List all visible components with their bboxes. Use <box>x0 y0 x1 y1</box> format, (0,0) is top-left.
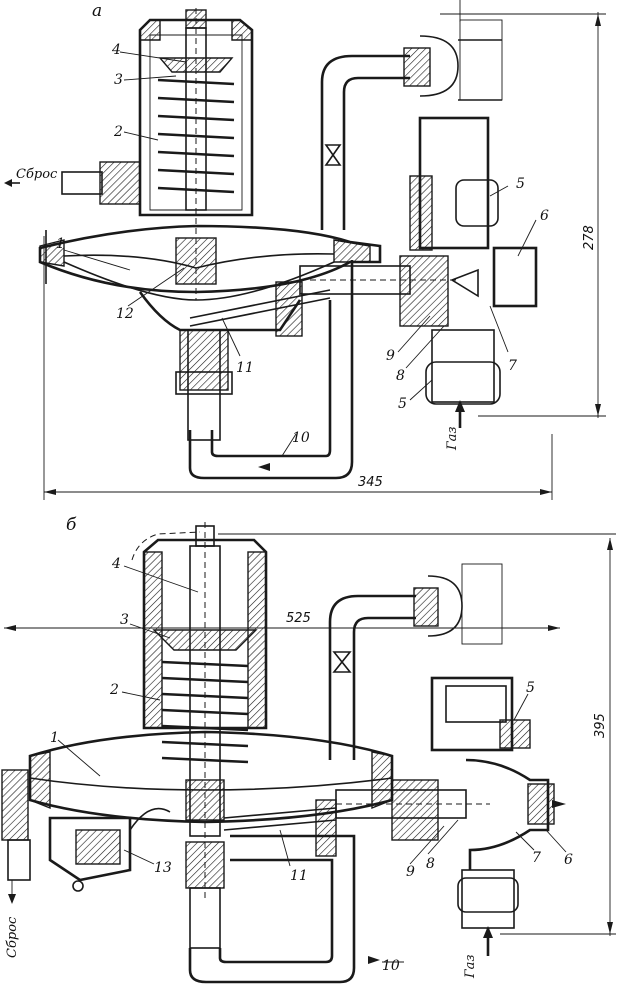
figure-a-gas-label: Газ <box>445 427 460 451</box>
figure-b-spring-housing <box>131 522 268 900</box>
figure-a-valve-body <box>299 255 479 327</box>
figure-b-part-1: 1 <box>50 730 59 746</box>
figure-a-dimensions <box>43 0 606 500</box>
figure-b-gas-fittings <box>430 676 566 956</box>
figure-a-vent-label: Сброс <box>16 167 58 182</box>
figure-b-part-11: 11 <box>290 868 308 884</box>
figure-a: а <box>4 0 606 500</box>
figure-a-label: а <box>92 1 102 21</box>
figure-a-part-7: 7 <box>508 358 517 374</box>
figure-a-part-5-bottom: 5 <box>398 396 407 412</box>
figure-a-impulse-pipe-bottom <box>188 260 354 480</box>
figure-b-part-8: 8 <box>426 856 435 872</box>
figure-b-impulse-pipe-top <box>328 563 503 760</box>
figure-a-spring <box>157 57 235 194</box>
figure-b-spring <box>161 660 249 764</box>
figure-b-part-4: 4 <box>111 556 121 572</box>
figure-b-impulse-pipe-bottom <box>188 834 380 984</box>
figure-a-lower-body <box>138 281 331 441</box>
figure-b-leaders <box>57 565 567 963</box>
figure-a-part-3: 3 <box>114 72 123 88</box>
figure-a-diaphragm-chamber <box>38 224 382 301</box>
figure-a-part-10: 10 <box>292 430 310 446</box>
figure-a-part-5-top: 5 <box>516 176 525 192</box>
figure-b-height-dimension: 395 <box>593 713 608 738</box>
figure-b: б <box>1 515 616 984</box>
figure-b-valve-body <box>335 779 490 841</box>
figure-b-part-5: 5 <box>526 680 535 696</box>
figure-a-height-dimension: 278 <box>582 225 597 250</box>
figure-a-width-dimension: 345 <box>358 475 383 490</box>
figure-b-label: б <box>66 515 77 535</box>
figure-b-part-2: 2 <box>109 682 119 698</box>
figure-a-part-2: 2 <box>113 124 123 140</box>
figure-a-part-4: 4 <box>111 42 121 58</box>
figure-a-part-6: 6 <box>540 208 549 224</box>
figure-a-part-12: 12 <box>116 306 134 322</box>
figure-a-vent-fitting <box>4 161 141 205</box>
figure-b-vent-label: Сброс <box>5 916 20 958</box>
figure-b-part-6: 6 <box>564 852 573 868</box>
figure-b-stem <box>185 799 337 949</box>
figure-b-part-9: 9 <box>406 864 415 880</box>
figure-a-gas-fittings <box>409 116 538 428</box>
figure-b-dimensions <box>4 533 616 936</box>
figure-a-part-8: 8 <box>396 368 405 384</box>
figure-a-part-11: 11 <box>236 360 254 376</box>
figure-a-part-9: 9 <box>386 348 395 364</box>
figure-a-part-1: 1 <box>56 236 65 252</box>
figure-b-width-dimension: 525 <box>286 611 311 626</box>
figure-a-leaders <box>63 51 537 457</box>
figure-b-part-labels: 4 3 2 1 13 11 10 5 6 7 8 9 Сброс Газ 395… <box>5 556 608 979</box>
figure-b-part-10: 10 <box>382 958 400 974</box>
figure-b-gas-label: Газ <box>463 955 478 979</box>
figure-b-diaphragm-chamber <box>28 730 394 824</box>
figure-b-part-13: 13 <box>154 860 172 876</box>
figure-b-part-7: 7 <box>532 850 541 866</box>
figure-a-part-labels: 4 3 2 1 12 11 10 5 6 7 9 8 5 Сброс Газ 2… <box>16 42 597 490</box>
figure-a-impulse-pipe-top <box>320 19 503 230</box>
figure-b-lower-pilot <box>48 807 171 892</box>
figure-b-vent-fitting <box>1 769 31 904</box>
figure-b-part-3: 3 <box>120 612 129 628</box>
